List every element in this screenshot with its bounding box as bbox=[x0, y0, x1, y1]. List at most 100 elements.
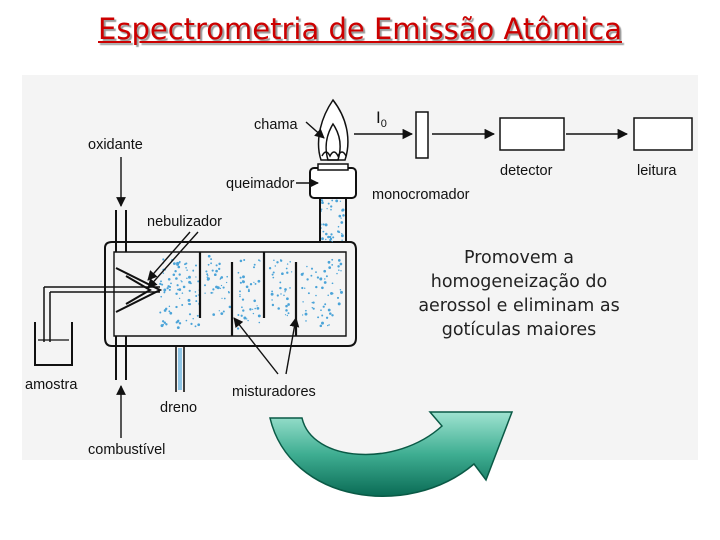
aerosol-dot bbox=[330, 291, 333, 295]
aerosol-dot bbox=[177, 288, 179, 291]
aerosol-dot bbox=[256, 305, 258, 307]
aerosol-dot bbox=[305, 320, 307, 322]
aerosol-dot bbox=[274, 265, 277, 267]
aerosol-dot bbox=[268, 267, 272, 270]
aerosol-dot bbox=[160, 280, 162, 283]
aerosol-dot bbox=[341, 232, 343, 235]
aerosol-dot bbox=[212, 292, 214, 294]
aerosol-dot bbox=[317, 316, 320, 319]
aerosol-dot bbox=[251, 308, 254, 310]
aerosol-dot bbox=[206, 273, 209, 276]
aerosol-dot bbox=[329, 235, 332, 239]
aerosol-dot bbox=[254, 282, 257, 285]
aerosol-dot bbox=[161, 283, 164, 286]
aerosol-dot bbox=[207, 277, 210, 281]
aerosol-dot bbox=[175, 321, 178, 324]
aerosol-dot bbox=[301, 286, 304, 290]
aerosol-dot bbox=[342, 214, 345, 217]
aerosol-dot bbox=[321, 314, 324, 317]
aerosol-dot bbox=[311, 307, 313, 309]
aerosol-dot bbox=[331, 258, 334, 261]
caption-line: homogeneização do bbox=[430, 272, 608, 292]
label-chama: chama bbox=[254, 117, 298, 133]
aerosol-dot bbox=[322, 230, 325, 233]
aerosol-dot bbox=[239, 259, 243, 263]
aerosol-dot bbox=[337, 230, 339, 232]
aerosol-dot bbox=[168, 288, 171, 291]
aerosol-dot bbox=[310, 267, 314, 270]
aerosol-dot bbox=[315, 271, 317, 273]
aerosol-dot bbox=[247, 319, 249, 322]
aerosol-dot bbox=[167, 277, 171, 281]
aerosol-dot bbox=[162, 272, 165, 274]
aerosol-dot bbox=[340, 270, 342, 272]
aerosol-dot bbox=[271, 290, 273, 293]
aerosol-dot bbox=[207, 254, 211, 258]
aerosol-dot bbox=[163, 288, 167, 292]
flame-icon bbox=[317, 98, 349, 161]
aerosol-dot bbox=[341, 234, 344, 238]
aerosol-dot bbox=[240, 314, 243, 317]
aerosol-dot bbox=[195, 295, 198, 297]
aerosol-dot bbox=[281, 272, 284, 276]
aerosol-dot bbox=[220, 312, 224, 315]
label-queimador: queimador bbox=[226, 176, 295, 192]
sample-beaker bbox=[34, 322, 73, 366]
aerosol-spray bbox=[159, 199, 345, 330]
aerosol-dot bbox=[257, 314, 261, 318]
aerosol-dot bbox=[186, 277, 188, 279]
aerosol-dot bbox=[181, 292, 184, 294]
aerosol-dot bbox=[222, 286, 225, 289]
aerosol-dot bbox=[330, 233, 333, 236]
aerosol-dot bbox=[218, 262, 221, 266]
aerosol-dot bbox=[325, 316, 329, 319]
aerosol-dot bbox=[328, 266, 332, 269]
aerosol-dot bbox=[336, 296, 340, 299]
aerosol-dot bbox=[239, 290, 241, 293]
aerosol-dot bbox=[287, 303, 290, 306]
slide-title: Espectrometria de Emissão Atômica bbox=[98, 12, 622, 46]
aerosol-dot bbox=[249, 308, 252, 311]
aerosol-dot bbox=[301, 314, 304, 316]
aerosol-dot bbox=[178, 297, 181, 300]
aerosol-dot bbox=[207, 263, 210, 266]
aerosol-dot bbox=[257, 279, 261, 283]
aerosol-dot bbox=[321, 237, 324, 241]
aerosol-dot bbox=[329, 312, 332, 315]
label-amostra: amostra bbox=[25, 377, 78, 393]
aerosol-dot bbox=[237, 271, 240, 274]
aerosol-dot bbox=[185, 267, 187, 269]
aerosol-dot bbox=[237, 314, 240, 316]
aerosol-dot bbox=[161, 320, 165, 323]
aerosol-dot bbox=[212, 288, 215, 291]
aerosol-dot bbox=[190, 322, 193, 325]
aerosol-dot bbox=[340, 217, 342, 219]
aerosol-dot bbox=[197, 280, 200, 283]
aerosol-dot bbox=[243, 316, 247, 320]
aerosol-dot bbox=[335, 199, 339, 203]
aerosol-dot bbox=[330, 205, 333, 208]
aerosol-dot bbox=[312, 301, 315, 304]
aerosol-dot bbox=[205, 270, 208, 273]
aerosol-dot bbox=[188, 289, 191, 292]
aerosol-dot bbox=[252, 266, 256, 269]
aerosol-dot bbox=[223, 297, 226, 300]
aerosol-dot bbox=[194, 325, 197, 328]
aerosol-dot bbox=[206, 276, 208, 278]
aerosol-dot bbox=[271, 273, 274, 276]
aerosol-dot bbox=[272, 271, 275, 274]
aerosol-dot bbox=[259, 260, 261, 262]
drain-pipe bbox=[175, 346, 185, 392]
aerosol-dot bbox=[163, 321, 166, 324]
monochromator-slit bbox=[415, 111, 429, 159]
figure-background bbox=[22, 75, 698, 460]
aerosol-dot bbox=[236, 327, 240, 330]
aerosol-dot bbox=[166, 287, 169, 290]
aerosol-dot bbox=[271, 303, 275, 307]
aerosol-dot bbox=[285, 309, 288, 312]
aerosol-dot bbox=[173, 262, 176, 265]
aerosol-dot bbox=[192, 269, 195, 272]
aerosol-dot bbox=[283, 294, 285, 297]
aerosol-dot bbox=[321, 321, 324, 325]
aerosol-dot bbox=[316, 276, 320, 279]
